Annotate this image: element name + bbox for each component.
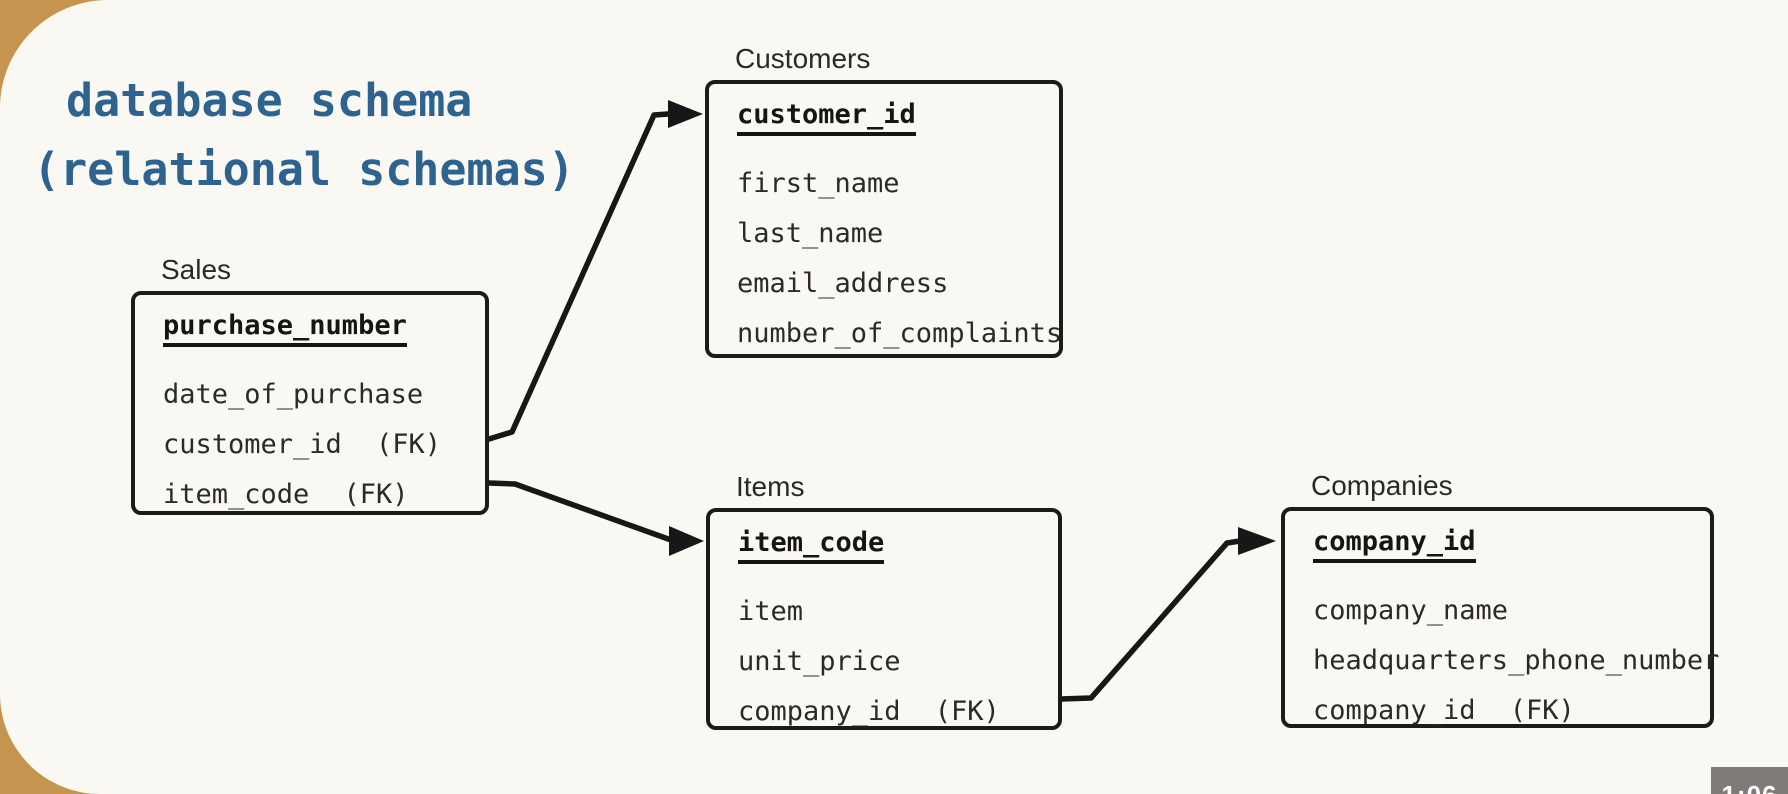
foreign-key-tag: (FK) bbox=[375, 429, 441, 460]
table-row: company_name bbox=[1313, 586, 1702, 636]
field-name: date_of_purchase bbox=[163, 379, 424, 410]
field-name: company_id bbox=[1313, 695, 1476, 726]
field-name: number_of_complaints bbox=[737, 318, 1063, 349]
table-row: date_of_purchase bbox=[163, 370, 477, 420]
table-companies-title: Companies bbox=[1311, 470, 1453, 501]
table-sales-title: Sales bbox=[161, 254, 232, 285]
title-line-2: (relational schemas) bbox=[33, 143, 575, 196]
table-customers-box: customer_id first_name last_name email_a… bbox=[705, 80, 1063, 358]
table-companies: Companies company_id company_name headqu… bbox=[1281, 470, 1719, 728]
table-companies-box: company_id company_name headquarters_pho… bbox=[1281, 507, 1719, 728]
table-row: customer_id (FK) bbox=[163, 420, 477, 470]
field-name: item_code bbox=[163, 479, 310, 510]
field-name: company_id bbox=[738, 696, 901, 727]
title-line-1: database schema bbox=[66, 74, 473, 127]
table-items: Items item_code item unit_price company_… bbox=[706, 471, 1062, 730]
table-row: email_address bbox=[737, 259, 1051, 309]
table-row: unit_price bbox=[738, 637, 1050, 687]
field-name: customer_id bbox=[163, 429, 342, 460]
table-items-box: item_code item unit_price company_id (FK) bbox=[706, 508, 1062, 730]
field-name: unit_price bbox=[738, 646, 901, 677]
field-name: first_name bbox=[737, 168, 900, 199]
table-row: number_of_complaints bbox=[737, 309, 1062, 359]
table-customers: Customers customer_id first_name last_na… bbox=[705, 43, 1063, 358]
table-customers-title: Customers bbox=[735, 43, 871, 74]
primary-key-field: item_code bbox=[738, 528, 885, 564]
table-row: last_name bbox=[737, 209, 1051, 259]
table-row: company_id (FK) bbox=[1313, 686, 1702, 736]
primary-key-field: company_id bbox=[1313, 527, 1476, 563]
field-name: headquarters_phone_number bbox=[1313, 645, 1720, 676]
foreign-key-tag: (FK) bbox=[1509, 695, 1575, 726]
table-row: customer_id bbox=[737, 99, 1051, 159]
primary-key-field: customer_id bbox=[737, 100, 916, 136]
page-title: database schema (relational schemas) bbox=[33, 66, 575, 204]
video-timestamp: 1:06 bbox=[1721, 780, 1777, 794]
video-timestamp-badge: 1:06 bbox=[1711, 767, 1788, 794]
table-items-title: Items bbox=[736, 471, 805, 502]
table-row: company_id bbox=[1313, 526, 1702, 586]
table-row: purchase_number bbox=[163, 310, 477, 370]
foreign-key-tag: (FK) bbox=[934, 696, 1000, 727]
table-row: headquarters_phone_number bbox=[1313, 636, 1719, 686]
table-row: item_code (FK) bbox=[163, 470, 477, 520]
table-row: first_name bbox=[737, 159, 1051, 209]
field-name: last_name bbox=[737, 218, 884, 249]
table-sales-box: purchase_number date_of_purchase custome… bbox=[131, 291, 489, 515]
table-row: item_code bbox=[738, 527, 1050, 587]
primary-key-field: purchase_number bbox=[163, 311, 407, 347]
table-sales: Sales purchase_number date_of_purchase c… bbox=[131, 254, 489, 515]
table-row: item bbox=[738, 587, 1050, 637]
field-name: email_address bbox=[737, 268, 949, 299]
foreign-key-tag: (FK) bbox=[343, 479, 409, 510]
field-name: company_name bbox=[1313, 595, 1509, 626]
table-row: company_id (FK) bbox=[738, 687, 1050, 737]
field-name: item bbox=[738, 596, 804, 627]
